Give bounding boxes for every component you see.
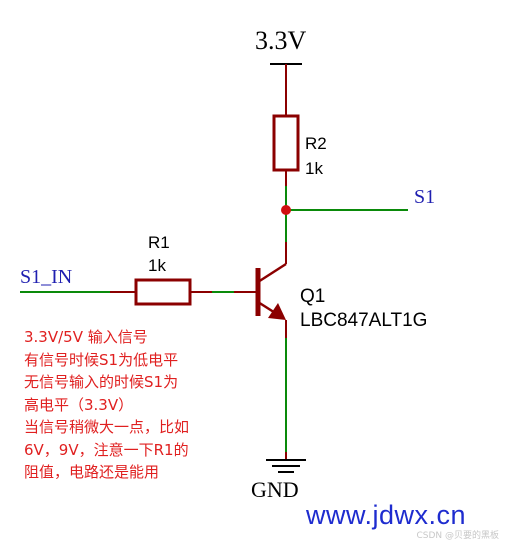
- note-line: 高电平（3.3V）: [24, 395, 134, 414]
- q1-ref: Q1: [300, 286, 325, 307]
- vcc-symbol: [270, 63, 302, 92]
- note-line: 当信号稍微大一点，比如: [24, 418, 190, 436]
- transistor-q1: [234, 242, 287, 338]
- junction-dot: [281, 205, 291, 215]
- r1-ref: R1: [148, 233, 170, 252]
- ground-symbol: [266, 452, 306, 473]
- gnd-label: GND: [251, 477, 299, 502]
- annotation-note: 3.3V/5V 输入信号 有信号时候S1为低电平 无信号输入的时候S1为 高电平…: [24, 326, 254, 484]
- note-line: 有信号时候S1为低电平: [24, 350, 179, 369]
- note-line: 6V，9V，注意一下R1的: [24, 440, 189, 459]
- resistor-r1: [134, 278, 192, 306]
- net-label-s1: S1: [414, 186, 435, 208]
- vcc-label: 3.3V: [255, 26, 307, 55]
- r2-value: 1k: [305, 159, 323, 178]
- note-line: 3.3V/5V 输入信号: [24, 328, 148, 346]
- watermark: www.jdwx.cn: [306, 500, 467, 530]
- note-line: 无信号输入的时候S1为: [24, 373, 179, 391]
- q1-part: LBC847ALT1G: [300, 310, 427, 331]
- net-label-s1-in: S1_IN: [20, 266, 72, 288]
- r2-ref: R2: [305, 134, 327, 153]
- note-line: 阻值，电路还是能用: [24, 463, 160, 481]
- r1-value: 1k: [148, 256, 166, 275]
- resistor-r2: [272, 114, 300, 172]
- csdn-watermark: CSDN @贝要的黑板: [416, 531, 499, 541]
